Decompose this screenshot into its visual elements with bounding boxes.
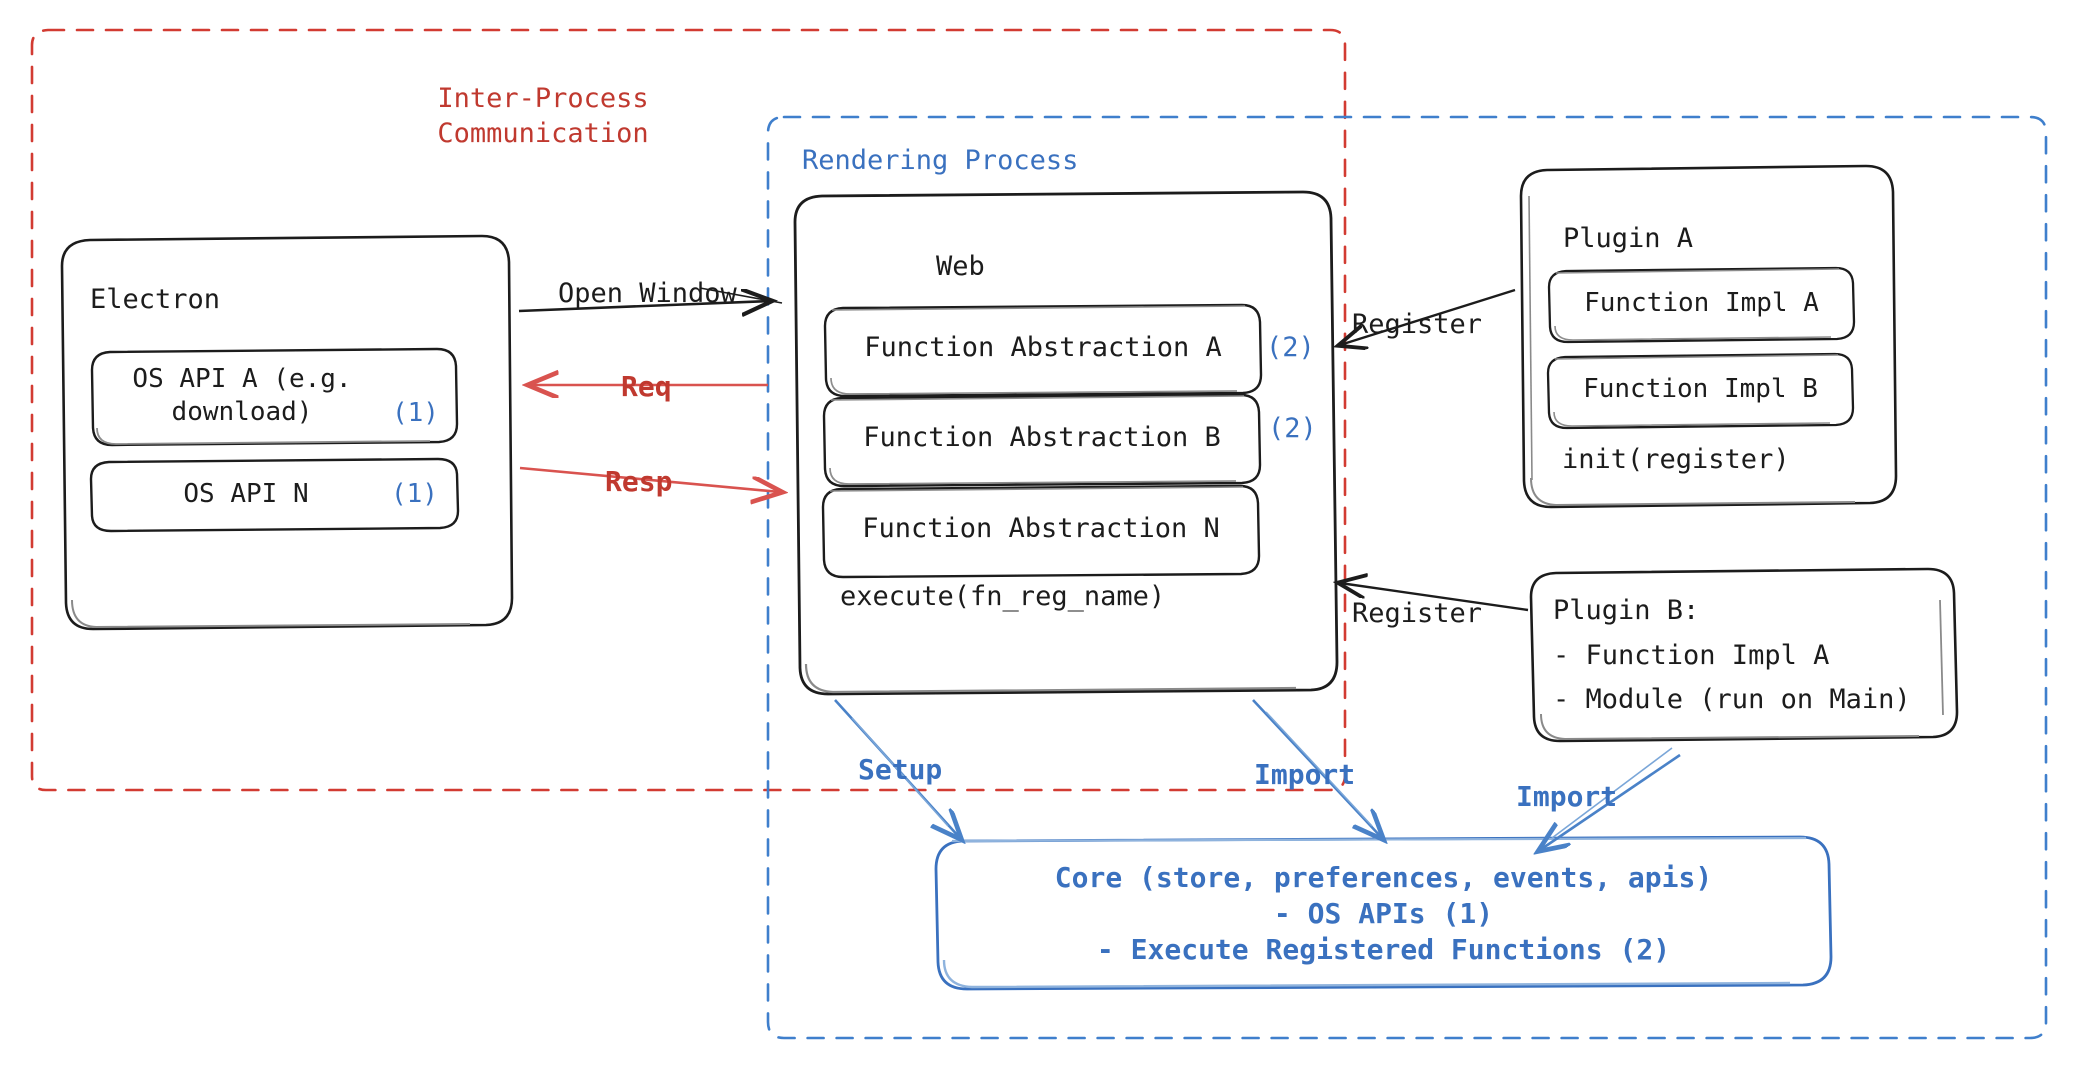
web-title: Web: [936, 251, 985, 282]
edge-label-import-plugin-b: Import: [1516, 780, 1618, 813]
os-api-n-box-shape: [89, 457, 460, 533]
arrow-open-window: [518, 287, 783, 311]
core-line-1: Core (store, preferences, events, apis): [1054, 861, 1713, 894]
arrow-setup: [834, 699, 960, 838]
function-abstraction-b-label: Function Abstraction B: [863, 422, 1221, 453]
os-api-a-marker: (1): [392, 398, 439, 428]
core-line-3: - Execute Registered Functions (2): [1096, 933, 1671, 966]
arrow-resp: [519, 466, 780, 492]
function-abstraction-a-box[interactable]: Function Abstraction A: [825, 305, 1261, 396]
os-api-a-box[interactable]: OS API A (e.g. download) (1): [92, 349, 457, 445]
function-impl-a-box[interactable]: Function Impl A: [1549, 268, 1854, 342]
edge-label-register-plugin-b: Register: [1352, 598, 1483, 629]
function-abstraction-b-box[interactable]: Function Abstraction B: [824, 395, 1260, 486]
plugin-a-title: Plugin A: [1563, 223, 1694, 254]
os-api-a-box-shape: [90, 347, 459, 447]
function-impl-b-box[interactable]: Function Impl B: [1548, 354, 1853, 428]
function-abstraction-b-marker: (2): [1268, 413, 1317, 444]
os-api-a-label: OS API A (e.g. download): [132, 364, 352, 428]
function-abstraction-n-label: Function Abstraction N: [862, 513, 1220, 544]
function-impl-a-label: Function Impl A: [1584, 288, 1819, 318]
plugin-a-box-shape: [1519, 164, 1898, 509]
region-rendering-boundary: [766, 115, 2048, 1040]
arrow-register-plugin-a: [1340, 288, 1516, 345]
arrow-import-plugin-b: [1540, 747, 1681, 850]
function-impl-b-label: Function Impl B: [1583, 374, 1818, 404]
web-execute-footer: execute(fn_reg_name): [840, 581, 1166, 612]
core-line-2: - OS APIs (1): [1273, 897, 1494, 930]
function-abstraction-b-box-shape: [822, 393, 1262, 488]
plugin-a-init-footer: init(register): [1562, 444, 1790, 475]
plugin-b-line-1: - Function Impl A: [1553, 640, 1830, 671]
function-abstraction-a-label: Function Abstraction A: [864, 332, 1222, 363]
arrow-import-web: [1252, 699, 1382, 838]
edge-label-setup: Setup: [858, 753, 943, 786]
edge-label-import-web: Import: [1254, 758, 1356, 791]
function-abstraction-n-box[interactable]: Function Abstraction N: [823, 486, 1259, 577]
function-abstraction-a-marker: (2): [1266, 332, 1315, 363]
web-box-shape: [793, 190, 1339, 696]
edge-label-register-plugin-a: Register: [1352, 309, 1483, 340]
region-label-rendering-process: Rendering Process: [802, 145, 1079, 176]
function-impl-a-box-shape: [1547, 266, 1856, 344]
plugin-b-line-2: - Module (run on Main): [1553, 684, 1911, 715]
plugin-b-box-shape: [1529, 567, 1959, 743]
os-api-n-label: OS API N: [183, 479, 309, 509]
region-ipc-boundary: [30, 28, 1347, 792]
plugin-b-title: Plugin B:: [1553, 595, 1700, 626]
edge-label-open-window: Open Window: [558, 278, 737, 309]
function-abstraction-n-box-shape: [821, 484, 1261, 579]
core-box[interactable]: Core (store, preferences, events, apis) …: [936, 837, 1831, 989]
function-abstraction-a-box-shape: [823, 303, 1263, 398]
function-impl-b-box-shape: [1546, 352, 1855, 430]
region-label-ipc: Inter-Process Communication: [437, 83, 649, 149]
edge-label-resp: Resp: [605, 465, 673, 498]
electron-box-shape: [60, 234, 514, 631]
arrow-register-plugin-b: [1340, 583, 1529, 612]
edge-label-req: Req: [621, 370, 672, 403]
electron-title: Electron: [90, 284, 221, 315]
os-api-n-box[interactable]: OS API N (1): [91, 459, 458, 531]
os-api-n-marker: (1): [391, 479, 438, 509]
